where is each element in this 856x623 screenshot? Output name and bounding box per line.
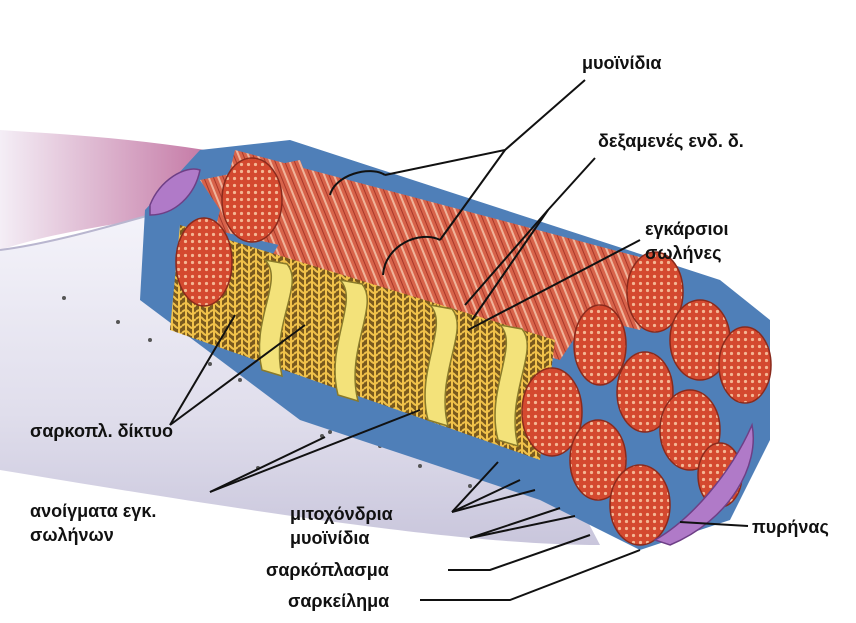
label-sarcolemma: σαρκείλημα bbox=[288, 591, 390, 611]
label-sarcoplasmic-net: σαρκοπλ. δίκτυο bbox=[30, 421, 174, 441]
label-transverse-tubules-line2: σωλήνες bbox=[645, 243, 722, 263]
label-nucleus: πυρήνας bbox=[752, 517, 829, 537]
nucleus-right bbox=[653, 422, 754, 546]
transverse-tubules bbox=[258, 258, 528, 448]
label-myofibrils-top: μυοϊνίδια bbox=[582, 53, 662, 73]
label-transverse-tubules-line1: εγκάρσιοι bbox=[645, 219, 729, 239]
sarcoplasmic-reticulum bbox=[170, 225, 555, 460]
label-sarcoplasm: σαρκόπλασμα bbox=[266, 560, 389, 580]
label-reservoirs: δεξαμενές ενδ. δ. bbox=[598, 131, 744, 151]
myofibril-long-1 bbox=[215, 150, 670, 330]
label-mitochondria: μιτοχόνδρια bbox=[290, 504, 393, 524]
myofibril-cross-sections bbox=[175, 157, 772, 546]
tendon-shape bbox=[0, 130, 205, 250]
myofibril-long-2 bbox=[260, 210, 600, 360]
label-openings-line2: σωλήνων bbox=[30, 525, 114, 545]
nucleus-left bbox=[149, 168, 201, 216]
label-openings-line1: ανοίγματα εγκ. bbox=[30, 501, 157, 521]
leader-lines bbox=[169, 79, 749, 601]
label-myofibrils-bottom: μυοϊνίδια bbox=[290, 528, 370, 548]
